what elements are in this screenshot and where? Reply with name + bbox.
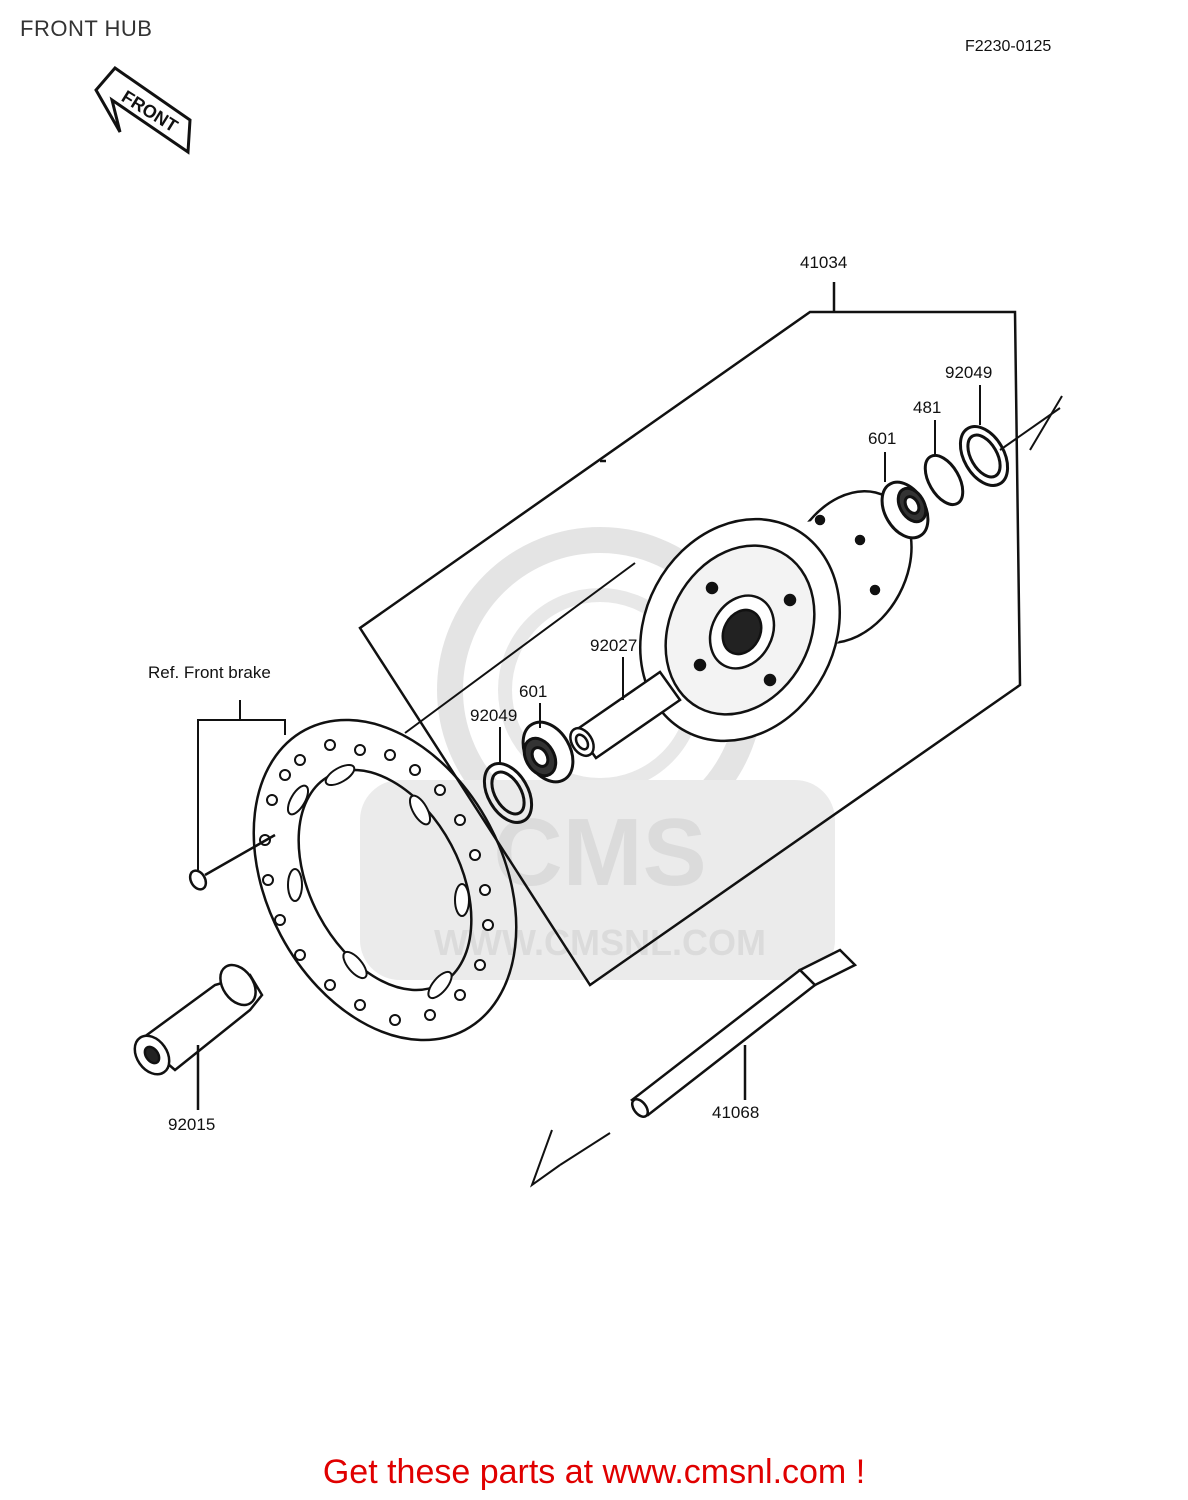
ref-front-brake-label: Ref. Front brake [148,663,271,682]
label-92049-right: 92049 [945,363,992,382]
leader-lines [499,385,981,765]
promo-text[interactable]: Get these parts at www.cmsnl.com ! [322,1453,866,1491]
circlip [923,453,965,507]
brake-disc [252,718,518,1042]
label-41068: 41068 [712,1103,759,1122]
ref-bracket [197,700,286,870]
seal-right [958,425,1010,487]
bearing-left [521,720,575,784]
watermark-brand: CMS [493,799,706,906]
label-41034: 41034 [800,253,847,272]
axle-collar [133,963,264,1110]
hub-body [638,490,913,743]
axis-centerline [404,395,1063,1188]
axle [630,948,858,1118]
label-92027: 92027 [590,636,637,655]
label-601-right: 601 [868,429,896,448]
spacer-tube [569,670,682,760]
disc-bolt [188,833,276,891]
seal-left [482,762,534,824]
front-arrow-icon: FRONT [94,65,192,155]
promo-banner[interactable]: Get these parts at www.cmsnl.com ! [0,1453,1188,1492]
label-92049-left: 92049 [470,706,517,725]
bearing-right [880,480,930,540]
label-601-left: 601 [519,682,547,701]
label-481: 481 [913,398,941,417]
page-title: FRONT HUB [20,16,153,41]
label-92015: 92015 [168,1115,215,1134]
figure-code: F2230-0125 [965,38,1052,55]
